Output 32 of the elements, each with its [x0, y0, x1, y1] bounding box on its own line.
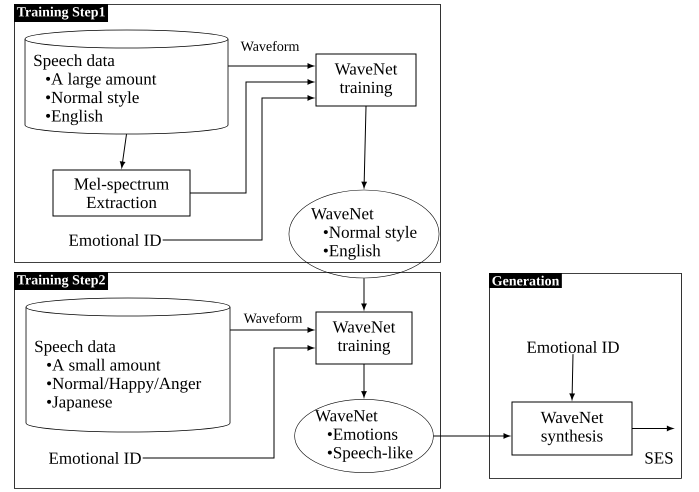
- database-cylinder: Speech data •A small amount •Normal/Happy/Anger •Japanese: [26, 298, 230, 432]
- arrow: [230, 327, 314, 333]
- input-label: Emotional ID: [526, 341, 619, 353]
- node-label: •A small amount: [47, 358, 161, 371]
- arrow: [361, 364, 367, 398]
- node-label: Speech data: [34, 54, 115, 70]
- process-box: Mel-spectrum Extraction: [52, 170, 190, 216]
- arrow: [362, 106, 367, 188]
- arrow: [142, 345, 314, 458]
- process-box: WaveNet synthesis: [512, 401, 632, 456]
- edge-label: Waveform: [240, 40, 300, 52]
- node-label: •Normal style: [46, 91, 139, 107]
- node-label: •Japanese: [47, 396, 112, 412]
- arrow: [162, 95, 314, 240]
- arrow: [632, 426, 674, 432]
- input-label: Emotional ID: [49, 452, 141, 464]
- node-label: •Normal/Happy/Anger: [47, 377, 202, 393]
- arrow: [433, 433, 510, 439]
- input-label: SES: [646, 452, 673, 464]
- arrow: [228, 63, 314, 69]
- edge-label: Waveform: [242, 312, 304, 324]
- process-box: WaveNet training: [316, 312, 412, 364]
- arrow: [361, 278, 367, 310]
- process-box: WaveNet training: [316, 54, 416, 106]
- node-label: •A large amount: [46, 72, 156, 88]
- arrow: [190, 79, 314, 194]
- input-label: Emotional ID: [69, 234, 161, 246]
- arrow: [570, 354, 575, 400]
- database-cylinder: Speech data •A large amount •Normal style •English: [24, 30, 228, 134]
- arrow: [120, 134, 127, 168]
- node-label: Speech data: [35, 340, 116, 356]
- node-label: •English: [46, 110, 103, 126]
